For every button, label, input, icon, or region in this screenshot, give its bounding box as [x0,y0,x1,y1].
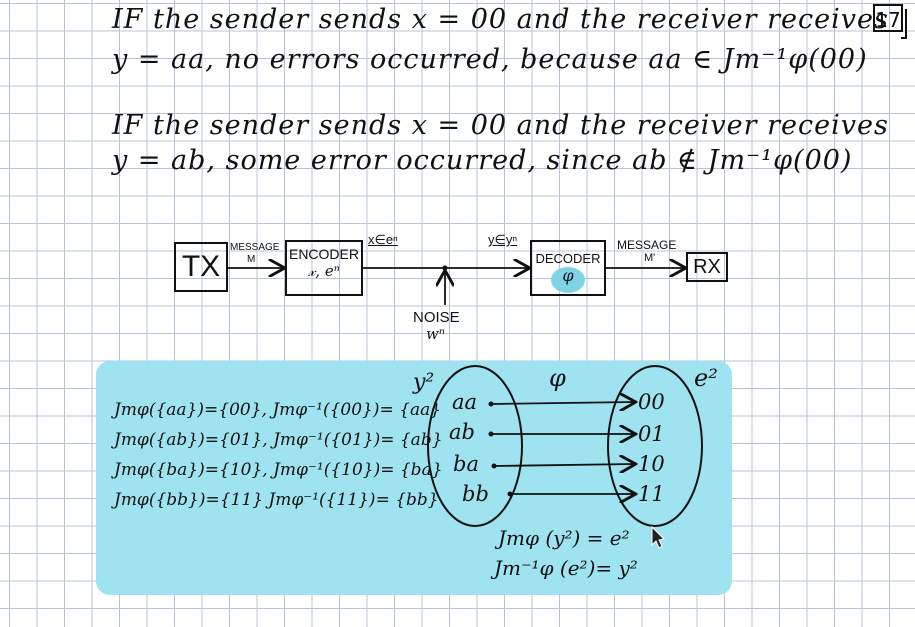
encoder-sub: 𝓍, eⁿ [308,262,340,280]
panel-line-1: Jmφ({aa})={00}, Jmφ⁻¹({00})= {aa} [114,400,442,420]
map-label: φ [549,364,566,392]
left-item-ab: ab [449,420,475,444]
decoder-sub: φ [562,266,574,285]
mouse-cursor-icon [651,525,666,549]
panel-line-4: Jmφ({bb})={11} Jmφ⁻¹({11})= {bb} [114,490,439,510]
map-arrow-aa [490,402,634,404]
left-item-ba: ba [453,452,479,476]
decoder-highlight [551,267,585,293]
panel-line-3: Jmφ({ba})={10}, Jmφ⁻¹({10})= {ba} [114,460,443,480]
paragraph2-line1: IF the sender sends x = 00 and the recei… [112,110,889,141]
paragraph1-line2: y = aa, no errors occurred, because aa ∈… [112,44,868,75]
left-item-aa: aa [452,390,478,414]
panel-line-2: Jmφ({ab})={01}, Jmφ⁻¹({01})= {ab} [114,430,443,450]
right-set-ellipse [607,365,703,527]
right-item-11: 11 [638,482,665,506]
right-item-00: 00 [638,390,665,414]
result-image: Jmφ (y²) = e² [498,526,630,550]
m-label: M [247,254,256,265]
right-item-01: 01 [638,422,665,446]
message-in-label: MESSAGE [230,242,280,253]
y-in-y-label: y∈yⁿ [488,232,518,247]
encoder-title: ENCODER [288,246,359,262]
noise-junction [442,265,448,271]
paragraph1-line1: IF the sender sends x = 00 and the recei… [112,4,889,35]
paragraph2-line2: y = ab, some error occurred, since ab ∉ … [112,145,853,176]
right-item-10: 10 [638,452,665,476]
map-arrow-ba [493,464,634,466]
noise-sub: ᴡⁿ [426,325,445,343]
page-number: 17 [873,4,907,39]
decoder-box: DECODER φ [530,240,606,296]
result-preimage: Jm⁻¹φ (e²)= y² [494,556,638,580]
decoder-title: DECODER [535,251,601,266]
m-prime-label: M' [644,252,656,264]
right-set-label: e² [694,364,718,392]
left-set-ellipse [427,365,523,527]
left-item-bb: bb [462,482,489,506]
tx-box: TX [174,242,228,292]
message-out-label: MESSAGE [617,238,677,252]
left-set-label: y² [413,370,435,395]
noise-label: NOISE [413,309,460,326]
x-in-c-label: x∈eⁿ [368,232,398,247]
